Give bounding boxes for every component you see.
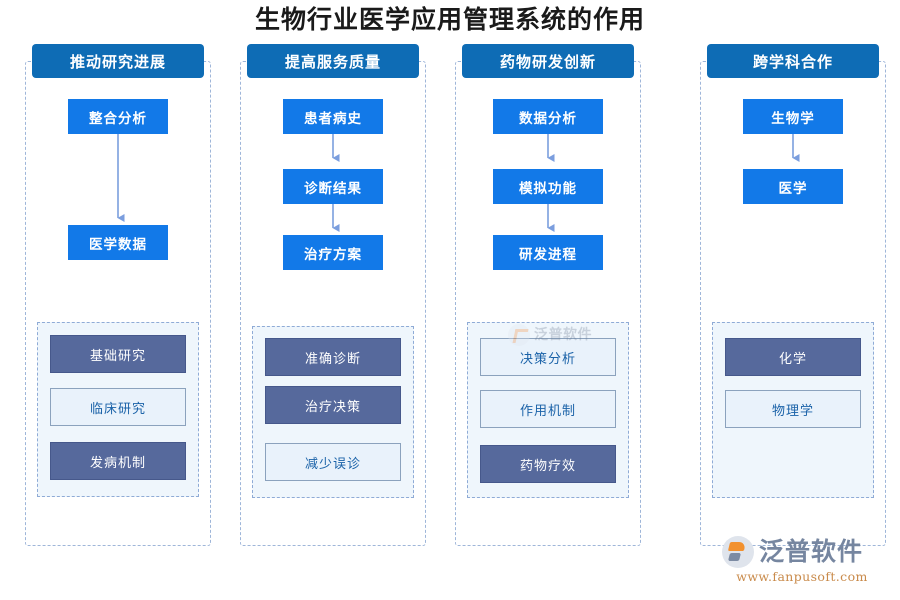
sub-box[interactable]: 准确诊断 <box>265 338 401 376</box>
flow-box[interactable]: 生物学 <box>743 99 843 134</box>
sub-box[interactable]: 化学 <box>725 338 861 376</box>
sub-box[interactable]: 临床研究 <box>50 388 186 426</box>
page-title: 生物行业医学应用管理系统的作用 <box>254 5 645 34</box>
flow-chain: 患者病史 诊断结果 治疗方案 <box>240 78 426 318</box>
sub-panel: 准确诊断 治疗决策 减少误诊 <box>252 326 414 498</box>
flow-box[interactable]: 整合分析 <box>68 99 168 134</box>
flow-box[interactable]: 医学 <box>743 169 843 204</box>
sub-box[interactable]: 决策分析 <box>480 338 616 376</box>
sub-box[interactable]: 减少误诊 <box>265 443 401 481</box>
sub-box[interactable]: 发病机制 <box>50 442 186 480</box>
column-header[interactable]: 药物研发创新 <box>462 44 634 78</box>
flow-box[interactable]: 诊断结果 <box>283 169 383 204</box>
fanpu-logo-icon <box>722 536 754 568</box>
sub-panel: 化学 物理学 <box>712 322 874 498</box>
column-推动研究进展: 推动研究进展 整合分析 医学数据 基础研究 临床研究 发病机制 <box>25 44 211 546</box>
flow-box[interactable]: 患者病史 <box>283 99 383 134</box>
brand-logo-row: 泛普软件 <box>722 536 882 568</box>
brand-name: 泛普软件 <box>759 537 864 566</box>
sub-panel: 基础研究 临床研究 发病机制 <box>37 322 199 497</box>
sub-box[interactable]: 作用机制 <box>480 390 616 428</box>
flow-chain: 整合分析 医学数据 <box>25 78 211 318</box>
flow-chain: 生物学 医学 <box>700 78 886 318</box>
sub-panel: 决策分析 作用机制 药物疗效 <box>467 322 629 498</box>
column-提高服务质量: 提高服务质量 患者病史 诊断结果 治疗方案 准确诊断 治疗决策 <box>240 44 426 546</box>
column-跨学科合作: 跨学科合作 生物学 医学 化学 物理学 <box>700 44 886 546</box>
flow-chain: 数据分析 模拟功能 研发进程 <box>455 78 641 318</box>
column-header[interactable]: 提高服务质量 <box>247 44 419 78</box>
flow-box[interactable]: 数据分析 <box>493 99 603 134</box>
column-group: 推动研究进展 整合分析 医学数据 基础研究 临床研究 发病机制 <box>0 44 900 554</box>
brand-logo: 泛普软件 www.fanpusoft.com <box>722 536 882 588</box>
sub-box[interactable]: 治疗决策 <box>265 386 401 424</box>
flow-box[interactable]: 研发进程 <box>493 235 603 270</box>
column-药物研发创新: 药物研发创新 数据分析 模拟功能 研发进程 决策分析 作用机制 <box>455 44 641 546</box>
column-header[interactable]: 推动研究进展 <box>32 44 204 78</box>
column-header[interactable]: 跨学科合作 <box>707 44 879 78</box>
flow-box[interactable]: 治疗方案 <box>283 235 383 270</box>
flow-box[interactable]: 模拟功能 <box>493 169 603 204</box>
sub-box[interactable]: 物理学 <box>725 390 861 428</box>
sub-box[interactable]: 基础研究 <box>50 335 186 373</box>
brand-url: www.fanpusoft.com <box>736 569 868 584</box>
flow-box[interactable]: 医学数据 <box>68 225 168 260</box>
sub-box[interactable]: 药物疗效 <box>480 445 616 483</box>
